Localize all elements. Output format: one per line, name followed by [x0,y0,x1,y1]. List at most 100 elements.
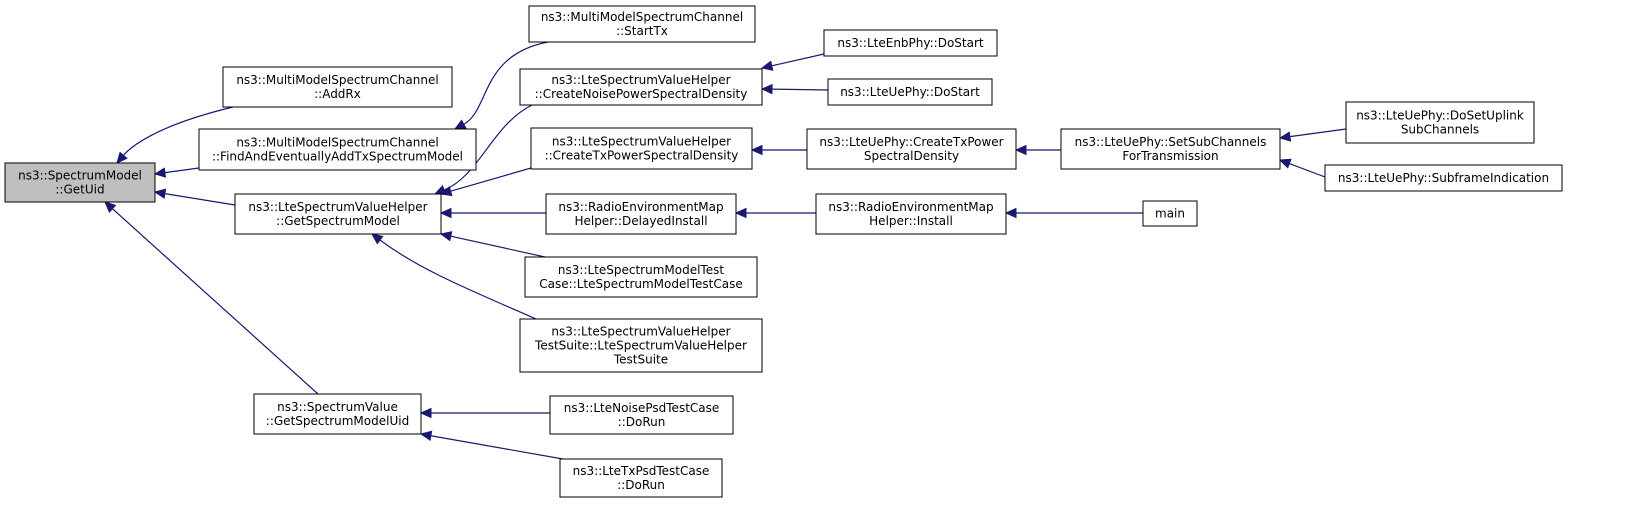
node-label-line: ::GetUid [55,183,104,197]
node-box [234,193,442,235]
node-label-line: ::DoRun [618,415,666,429]
node-label-line: ::DoRun [617,478,665,492]
arrowhead-icon [1014,144,1027,156]
node-box [253,393,422,435]
node-label-line: SubChannels [1401,123,1479,137]
node-label-line: ns3::LteEnbPhy::DoStart [837,36,984,50]
node-enbphy-start[interactable]: ns3::LteEnbPhy::DoStart [823,29,998,57]
node-box [545,193,737,235]
edge-mmsc_findadd-to-spectrum_model_getuid [153,167,200,178]
edge-line [123,106,234,156]
edge-line [379,239,537,320]
node-label-line: ::FindAndEventuallyAddTxSpectrumModel [212,150,463,164]
arrowhead-icon [419,407,432,419]
node-uephy-setsub[interactable]: ns3::LteUePhy::SetSubChannelsForTransmis… [1060,128,1281,170]
node-label-line: ns3::LteNoisePsdTestCase [564,401,720,415]
node-uephy-subframe[interactable]: ns3::LteUePhy::SubframeIndication [1324,164,1563,192]
node-label-line: ns3::LteTxPsdTestCase [573,464,710,478]
edge-line [450,235,546,258]
node-label-line: ns3::LteUePhy::SubframeIndication [1338,171,1549,185]
node-label-line: ns3::LteSpectrumValueHelper [551,73,730,87]
node-uephy-start[interactable]: ns3::LteUePhy::DoStart [827,78,993,106]
node-label-line: Helper::DelayedInstall [574,214,707,228]
edge-remh_delayed-to-lsvh_getmodel [439,207,546,219]
node-remh-delayed[interactable]: ns3::RadioEnvironmentMapHelper::DelayedI… [545,193,737,235]
node-mmsc-starttx[interactable]: ns3::MultiModelSpectrumChannel::StartTx [528,5,756,43]
node-label-line: ns3::LteSpectrumModelTest [558,263,724,277]
node-spectrum-model-getuid[interactable]: ns3::SpectrumModel::GetUid [4,162,156,203]
node-box [530,127,753,170]
arrowhead-icon [1278,158,1292,169]
node-label-line: ns3::LteSpectrumValueHelper [552,135,731,149]
node-label-line: Case::LteSpectrumModelTestCase [539,277,742,291]
node-box [1345,101,1535,144]
edge-lsvh_txpower-to-lsvh_getmodel [439,167,532,197]
node-lsvh-getmodel[interactable]: ns3::LteSpectrumValueHelper::GetSpectrum… [234,193,442,235]
node-label-line: ns3::MultiModelSpectrumChannel [236,136,438,150]
arrowhead-icon [153,167,167,178]
edge-line [450,167,532,192]
node-lsvh-suite[interactable]: ns3::LteSpectrumValueHelperTestSuite::Lt… [519,318,763,373]
edge-lsvh_suite-to-lsvh_getmodel [371,233,537,320]
arrowhead-icon [439,231,453,242]
node-label-line: ns3::LteUePhy::DoSetUplink [1356,109,1524,123]
arrowhead-icon [760,60,774,71]
node-ltxpsd-run[interactable]: ns3::LteTxPsdTestCase::DoRun [559,458,723,498]
node-box [198,128,477,171]
node-box [528,5,756,43]
node-label-line: ::CreateNoisePowerSpectralDensity [535,87,748,101]
edge-line [164,167,200,174]
edge-line [164,193,236,206]
node-box [806,128,1017,170]
edge-line [1289,128,1347,138]
node-label-line: ns3::LteSpectrumValueHelper [248,200,427,214]
node-label-line: ns3::LteUePhy::CreateTxPower [819,135,1003,149]
node-label-line: SpectralDensity [864,149,959,163]
node-label-line: ns3::LteUePhy::SetSubChannels [1075,135,1267,149]
node-lsvh-noise[interactable]: ns3::LteSpectrumValueHelper::CreateNoise… [519,68,763,106]
arrowhead-icon [419,430,433,442]
arrowhead-icon [439,207,452,219]
node-lnpsd-run[interactable]: ns3::LteNoisePsdTestCase::DoRun [549,395,734,435]
edge-lsvh_getmodel-to-spectrum_model_getuid [153,188,236,206]
edge-sv_getuid-to-spectrum_model_getuid [104,201,319,395]
node-label-line: main [1155,207,1185,221]
edge-uephy_txpsd-to-lsvh_txpower [750,144,807,156]
node-main[interactable]: main [1142,200,1198,227]
node-label-line: ::GetSpectrumModelUid [266,414,409,428]
node-label-line: ns3::SpectrumValue [277,400,398,414]
node-box [823,29,998,57]
edge-lnpsd_run-to-sv_getuid [419,407,550,419]
node-box [519,68,763,106]
node-mmsc-findadd[interactable]: ns3::MultiModelSpectrumChannel::FindAndE… [198,128,477,171]
node-mmsc-addrx[interactable]: ns3::MultiModelSpectrumChannel::AddRx [222,66,453,108]
node-label-line: ::CreateTxPowerSpectralDensity [545,149,739,163]
arrowhead-icon [371,233,384,245]
node-box [4,162,156,203]
edge-uephy_douplink-to-uephy_setsub [1278,128,1347,142]
node-uephy-txpsd[interactable]: ns3::LteUePhy::CreateTxPowerSpectralDens… [806,128,1017,170]
edge-line [1289,162,1326,178]
edge-line [112,208,319,395]
node-label-line: ::AddRx [314,87,361,101]
arrowhead-icon [116,151,128,164]
arrowhead-icon [439,186,453,197]
node-lsmt-case[interactable]: ns3::LteSpectrumModelTestCase::LteSpectr… [524,256,758,298]
edge-enbphy_start-to-lsvh_noise [760,53,825,71]
edge-line [430,435,564,460]
arrowhead-icon [1004,207,1017,219]
arrowhead-icon [453,119,467,130]
arrowhead-icon [1278,131,1292,142]
edge-uephy_start-to-lsvh_noise [760,83,829,95]
node-label-line: ns3::LteSpectrumValueHelper [551,325,730,339]
node-label-line: ns3::SpectrumModel [18,169,142,183]
node-box [1324,164,1563,192]
node-label-line: Helper::Install [869,214,953,228]
arrowhead-icon [750,144,763,156]
arrowhead-icon [760,83,773,95]
node-label-line: ::StartTx [616,24,668,38]
node-lsvh-txpower[interactable]: ns3::LteSpectrumValueHelper::CreateTxPow… [530,127,753,170]
node-sv-getuid[interactable]: ns3::SpectrumValue::GetSpectrumModelUid [253,393,422,435]
